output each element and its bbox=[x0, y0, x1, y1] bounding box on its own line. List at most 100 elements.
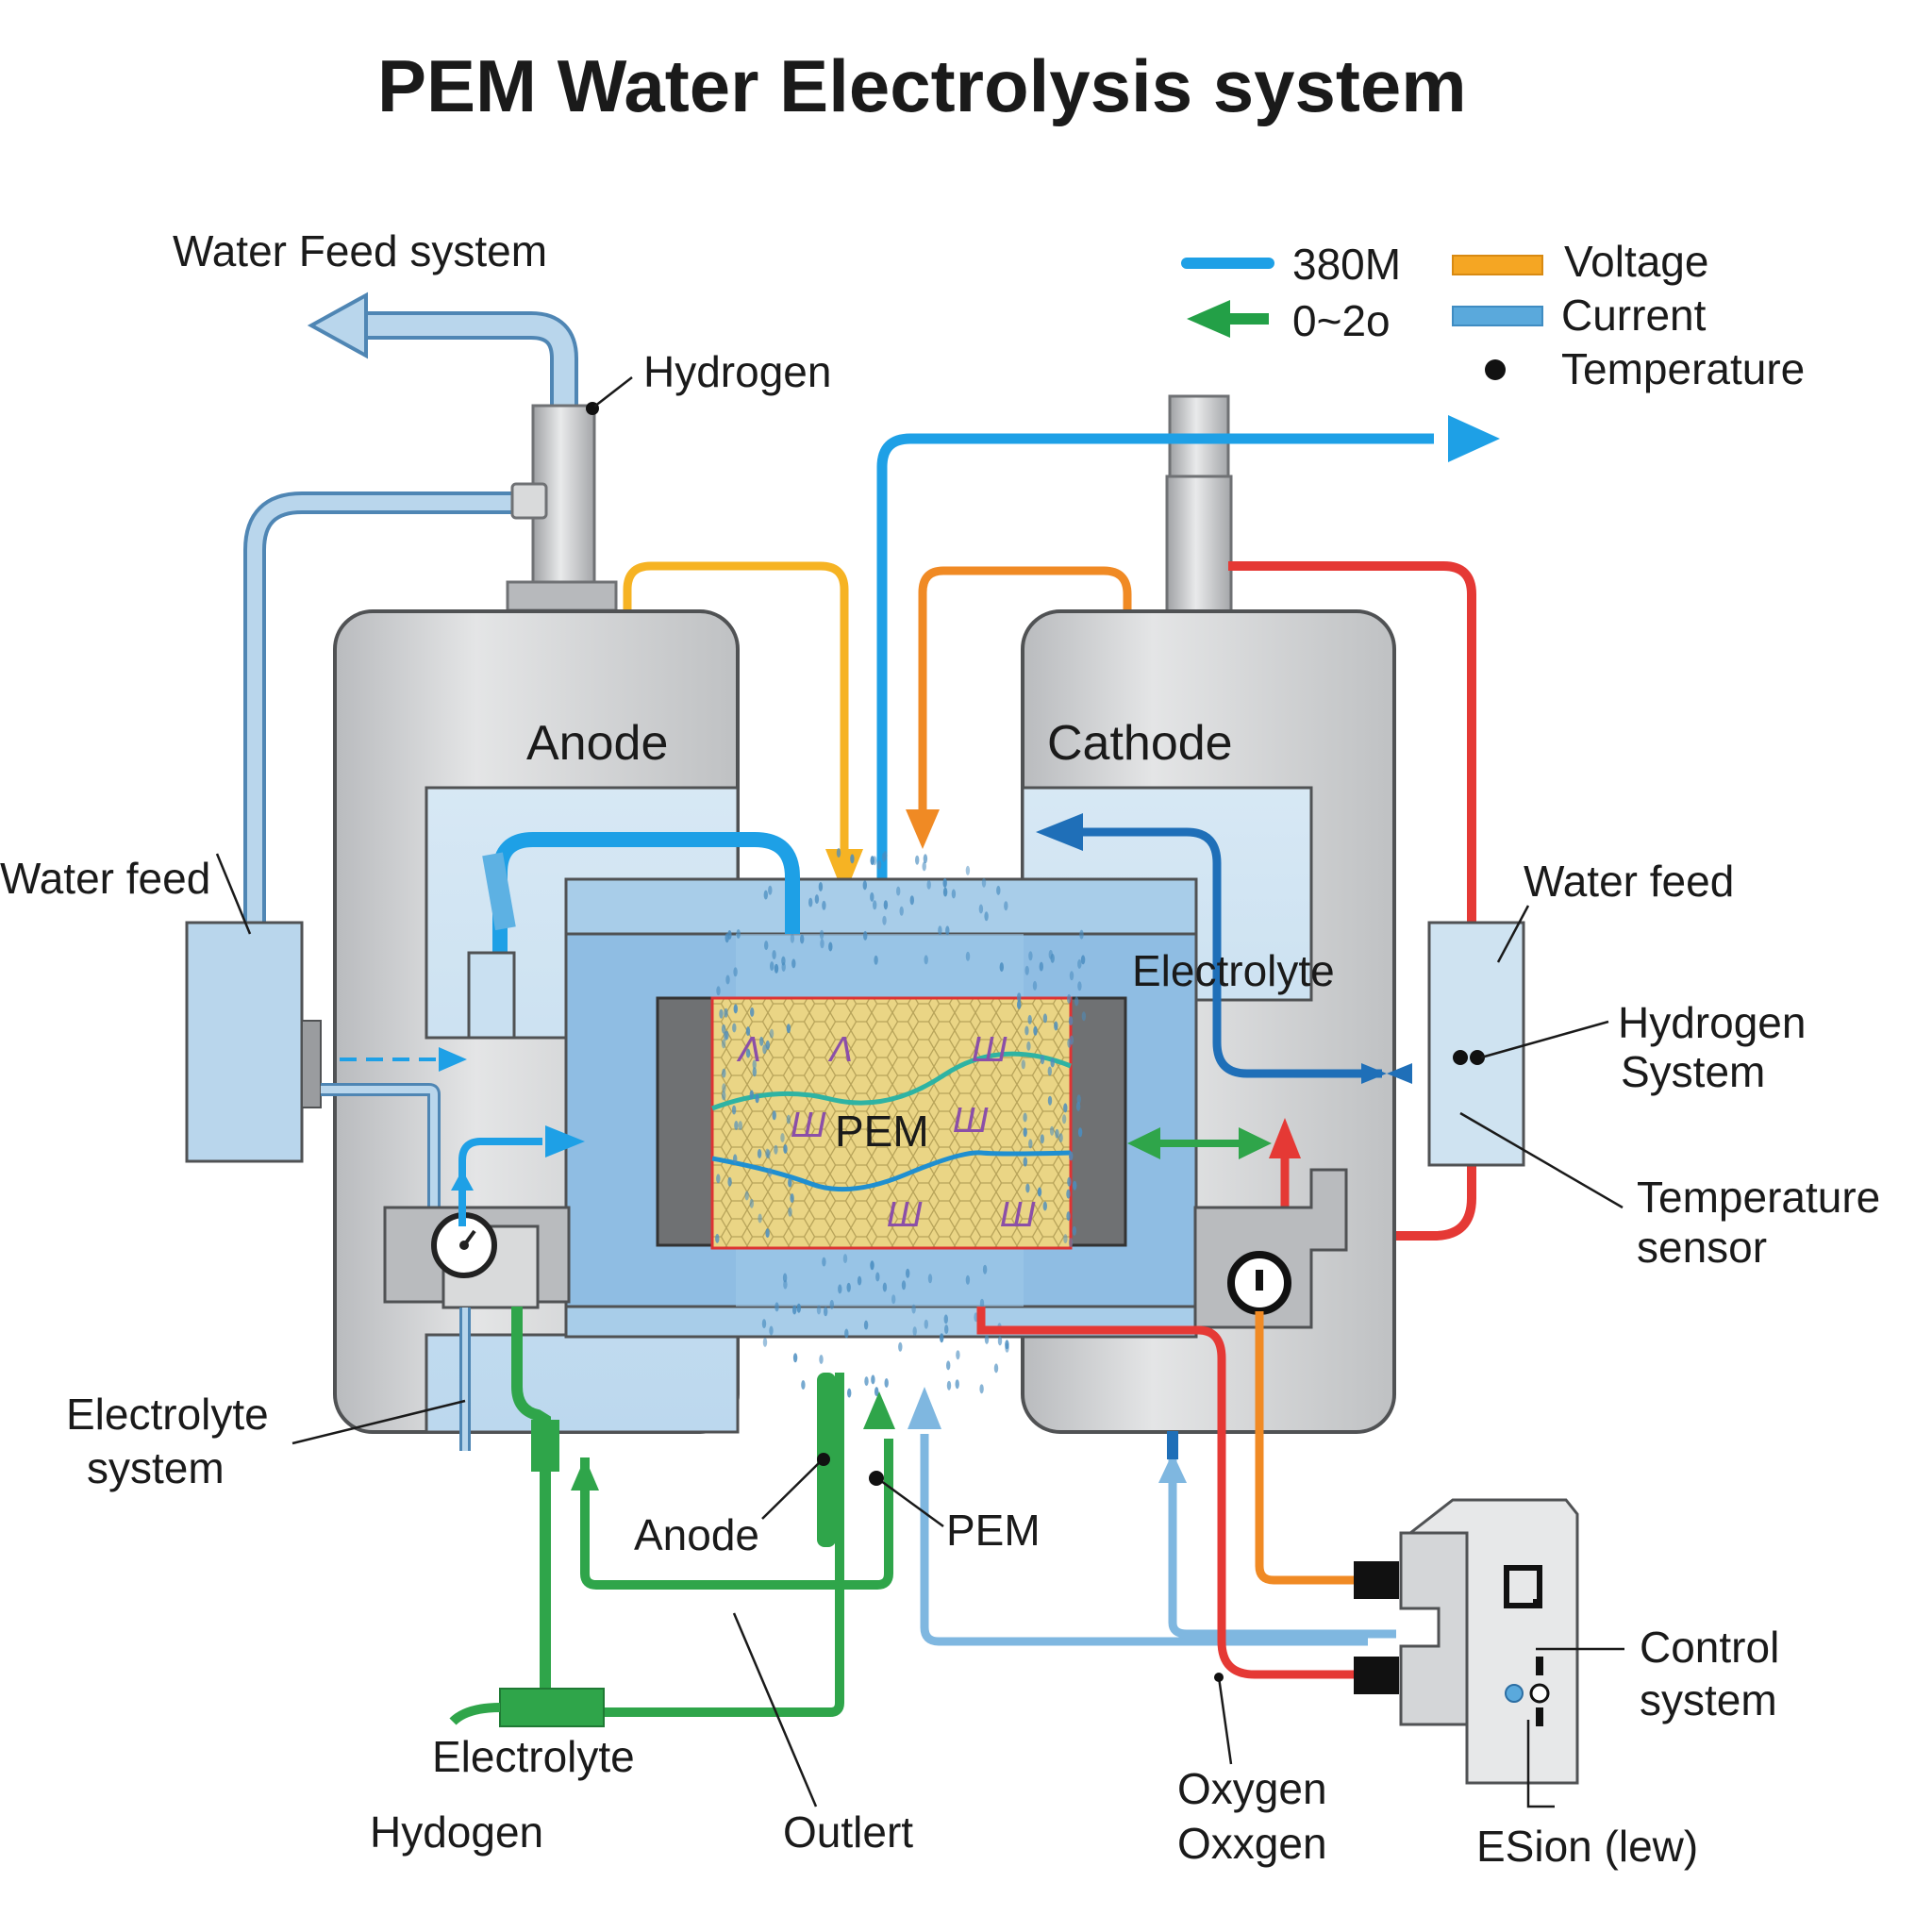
water-droplet bbox=[731, 1105, 737, 1115]
water-droplet bbox=[762, 1044, 767, 1055]
water-droplet bbox=[1039, 961, 1044, 972]
label-outlert-bottom: Outlert bbox=[783, 1807, 913, 1857]
cathode-electrode-plate bbox=[1069, 996, 1127, 1247]
water-droplet bbox=[943, 1314, 948, 1324]
water-droplet bbox=[814, 894, 820, 905]
valve-icon bbox=[1361, 1063, 1412, 1084]
water-droplet bbox=[722, 1083, 726, 1093]
water-droplet bbox=[979, 1384, 984, 1394]
red-up-arrow-icon bbox=[1269, 1118, 1301, 1158]
water-droplet bbox=[871, 1374, 875, 1385]
water-droplet bbox=[870, 891, 874, 902]
water-droplet bbox=[816, 1305, 822, 1315]
water-droplet bbox=[883, 900, 889, 910]
water-droplet bbox=[772, 950, 776, 959]
label-hydrogen-system-line1: Hydrogen bbox=[1618, 998, 1806, 1047]
voltage-line-yellow bbox=[623, 561, 849, 849]
water-droplet bbox=[870, 856, 874, 866]
water-droplet bbox=[780, 1133, 785, 1142]
water-droplet bbox=[899, 906, 904, 916]
water-droplet bbox=[783, 1144, 788, 1154]
water-droplet bbox=[875, 1272, 880, 1282]
left-water-feed-tank bbox=[185, 921, 304, 1163]
water-droplet bbox=[898, 1341, 903, 1352]
water-droplet bbox=[884, 1378, 889, 1388]
water-droplet bbox=[1079, 929, 1084, 940]
ion-channel-lower bbox=[711, 1150, 1072, 1192]
water-droplet bbox=[1027, 1014, 1032, 1024]
water-droplet bbox=[1076, 1094, 1081, 1105]
water-droplet bbox=[882, 915, 887, 925]
water-droplet bbox=[927, 1274, 933, 1284]
water-droplet bbox=[999, 962, 1005, 973]
water-droplet bbox=[761, 1319, 767, 1329]
cathode-lightblue-pipe bbox=[1168, 1434, 1396, 1639]
water-droplet bbox=[942, 887, 948, 897]
anode-hydrogen-tower bbox=[506, 376, 633, 612]
svg-text:Λ: Λ bbox=[827, 1031, 854, 1070]
water-droplet bbox=[1042, 1201, 1048, 1211]
water-droplet bbox=[979, 1298, 985, 1308]
label-oxygen-line1: Oxygen bbox=[1177, 1764, 1327, 1813]
current-line-orange bbox=[918, 566, 1132, 809]
water-droplet bbox=[874, 1387, 879, 1397]
outlet-arrow-icon bbox=[1448, 415, 1500, 462]
water-droplet bbox=[1042, 1013, 1048, 1024]
water-droplet bbox=[1068, 1238, 1074, 1248]
water-droplet bbox=[955, 1379, 959, 1390]
page-title: PEM Water Electrolysis system bbox=[377, 44, 1467, 127]
ion-channel-upper bbox=[711, 1051, 1072, 1111]
water-droplet bbox=[863, 930, 868, 941]
water-droplet bbox=[721, 1039, 726, 1049]
label-water-feed-left: Water feed bbox=[0, 854, 210, 903]
water-droplet bbox=[965, 1274, 971, 1285]
water-droplet bbox=[881, 852, 887, 862]
label-oxygen-line2: Oxxgen bbox=[1177, 1819, 1327, 1868]
water-droplet bbox=[1069, 1151, 1074, 1161]
esion-leader bbox=[1526, 1720, 1555, 1808]
water-droplet bbox=[873, 900, 877, 910]
label-electrolyte-center: Electrolyte bbox=[1132, 946, 1335, 995]
water-droplet bbox=[956, 1350, 960, 1360]
water-droplet bbox=[1005, 1342, 1009, 1353]
water-droplet bbox=[1067, 1176, 1072, 1187]
anode-bottom-leader bbox=[761, 1458, 824, 1520]
water-droplet bbox=[1017, 992, 1022, 1003]
water-droplet bbox=[993, 1363, 999, 1374]
legend-label-380m: 380M bbox=[1292, 240, 1401, 289]
label-esion: ESion (lew) bbox=[1476, 1822, 1698, 1871]
display-icon bbox=[1504, 1565, 1542, 1608]
water-droplet bbox=[850, 854, 855, 864]
right-water-feed-tank bbox=[1427, 921, 1525, 1167]
water-droplet bbox=[733, 1154, 738, 1164]
water-droplet bbox=[1054, 1021, 1058, 1031]
water-feed-arrow-icon bbox=[307, 291, 368, 359]
water-droplet bbox=[882, 1282, 888, 1292]
anode-nozzle bbox=[482, 852, 516, 931]
water-droplet bbox=[758, 1213, 762, 1224]
water-droplet bbox=[744, 1191, 749, 1201]
water-droplet bbox=[1067, 1038, 1072, 1048]
water-droplet bbox=[1068, 1016, 1074, 1026]
water-droplet bbox=[772, 1110, 776, 1121]
label-hydrogen-system-line2: System bbox=[1621, 1047, 1765, 1096]
water-droplet bbox=[774, 963, 779, 974]
green-coupling bbox=[531, 1420, 559, 1472]
voltage-connector-icon bbox=[1354, 1561, 1399, 1599]
water-droplet bbox=[725, 974, 730, 985]
label-pem-center: PEM bbox=[835, 1107, 929, 1156]
water-droplet bbox=[1077, 1127, 1083, 1138]
label-anode-bottom: Anode bbox=[634, 1510, 759, 1559]
water-droplet bbox=[1025, 1183, 1030, 1193]
water-droplet bbox=[874, 955, 878, 965]
water-droplet bbox=[786, 1024, 791, 1034]
water-droplet bbox=[750, 1007, 755, 1017]
water-droplet bbox=[770, 961, 774, 972]
water-droplet bbox=[719, 1008, 724, 1019]
water-droplet bbox=[765, 1040, 770, 1050]
water-droplet bbox=[1021, 1059, 1026, 1070]
water-droplet bbox=[792, 1353, 798, 1363]
water-droplet bbox=[901, 1280, 907, 1291]
water-droplet bbox=[829, 1299, 834, 1309]
